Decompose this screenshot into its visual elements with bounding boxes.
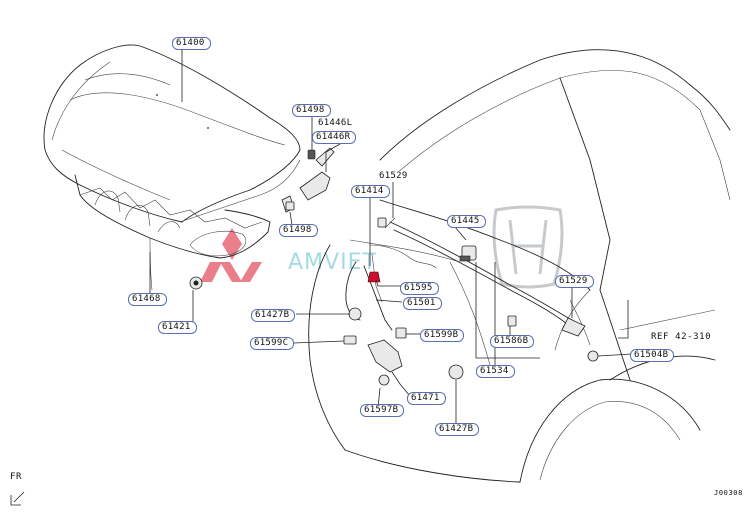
vehicle-body <box>308 49 731 483</box>
callout-61427b-right[interactable]: 61427B <box>435 423 480 436</box>
callout-61501[interactable]: 61501 <box>403 297 442 310</box>
callout-61468[interactable]: 61468 <box>128 293 167 306</box>
callout-61595[interactable]: 61595 <box>400 282 439 295</box>
callout-61534[interactable]: 61534 <box>476 365 515 378</box>
hood-support-and-latch <box>189 201 599 386</box>
callout-61414[interactable]: 61414 <box>351 185 390 198</box>
callout-61427b-left[interactable]: 61427B <box>251 309 296 322</box>
front-direction-label: FR <box>10 472 23 482</box>
callout-61400[interactable]: 61400 <box>172 37 211 50</box>
callout-61529-right[interactable]: 61529 <box>555 275 594 288</box>
callout-61446r[interactable]: 61446R <box>312 131 357 144</box>
hood-panel <box>43 44 301 291</box>
callout-61471[interactable]: 61471 <box>407 392 446 405</box>
callout-61504b[interactable]: 61504B <box>630 349 675 362</box>
callout-61599b[interactable]: 61599B <box>420 329 465 342</box>
callout-61599c[interactable]: 61599C <box>250 337 295 350</box>
callout-61498-bottom[interactable]: 61498 <box>279 224 318 237</box>
callout-61421[interactable]: 61421 <box>158 321 197 334</box>
callout-61446l[interactable]: 61446L <box>315 118 358 129</box>
callout-61529-left[interactable]: 61529 <box>376 171 413 182</box>
callout-61586b[interactable]: 61586B <box>490 335 535 348</box>
drawing-code: J00308 <box>714 489 743 497</box>
reference-label[interactable]: REF 42-310 <box>651 332 712 342</box>
callout-61498-top[interactable]: 61498 <box>292 104 331 117</box>
callout-61445[interactable]: 61445 <box>447 215 486 228</box>
hood-seal <box>384 217 586 337</box>
callout-61597b[interactable]: 61597B <box>360 404 405 417</box>
